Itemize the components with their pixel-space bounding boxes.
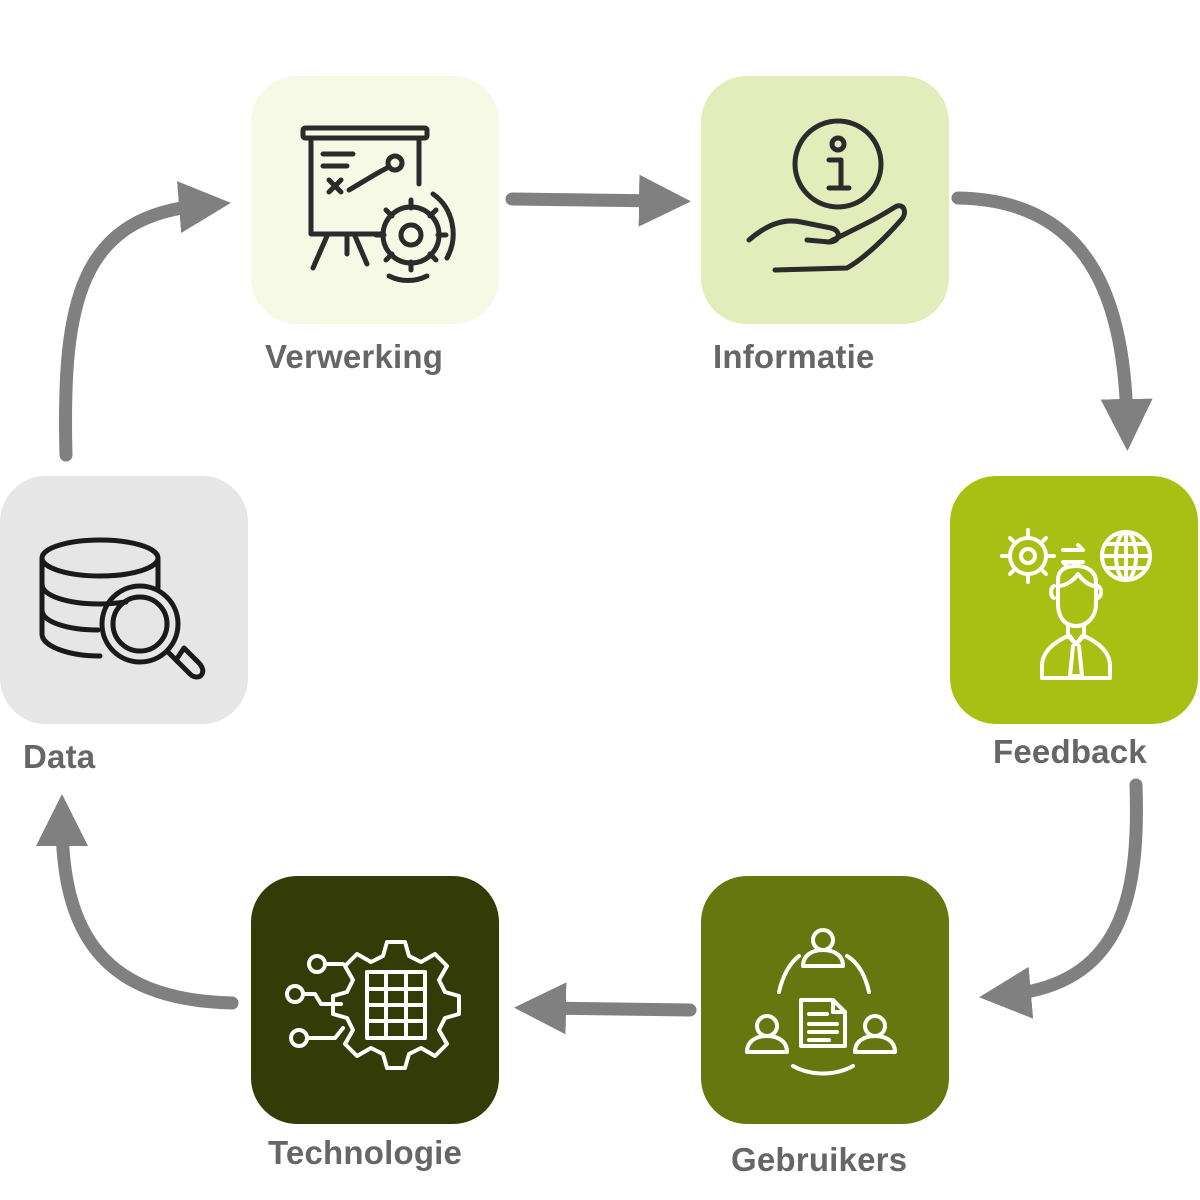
arrow-gebruikers-to-technologie <box>514 982 697 1035</box>
label-informatie: Informatie <box>713 338 875 375</box>
tile-data <box>0 476 248 724</box>
tile-verwerking <box>251 76 499 324</box>
arrow-verwerking-to-informatie <box>505 174 691 227</box>
label-technologie: Technologie <box>268 1134 463 1171</box>
label-feedback: Feedback <box>993 733 1147 770</box>
tile-informatie <box>701 76 949 324</box>
info-hand-icon <box>746 118 907 273</box>
users-document-icon <box>745 928 897 1076</box>
database-search-icon <box>39 537 206 680</box>
label-verwerking: Verwerking <box>265 338 444 375</box>
gear-globe-person-icon <box>1000 528 1152 680</box>
arrow-feedback-to-gebruikers <box>979 778 1143 1019</box>
tile-gebruikers <box>701 876 949 1124</box>
arrow-informatie-to-feedback <box>951 191 1153 451</box>
label-gebruikers: Gebruikers <box>731 1141 908 1178</box>
arrow-data-to-verwerking <box>59 181 231 462</box>
tile-technologie <box>251 876 499 1124</box>
tile-feedback <box>950 476 1198 724</box>
presentation-gear-icon <box>300 125 456 283</box>
label-data: Data <box>23 738 96 775</box>
circuit-gear-chip-icon <box>285 940 461 1070</box>
arrow-technologie-to-data <box>36 794 239 1010</box>
